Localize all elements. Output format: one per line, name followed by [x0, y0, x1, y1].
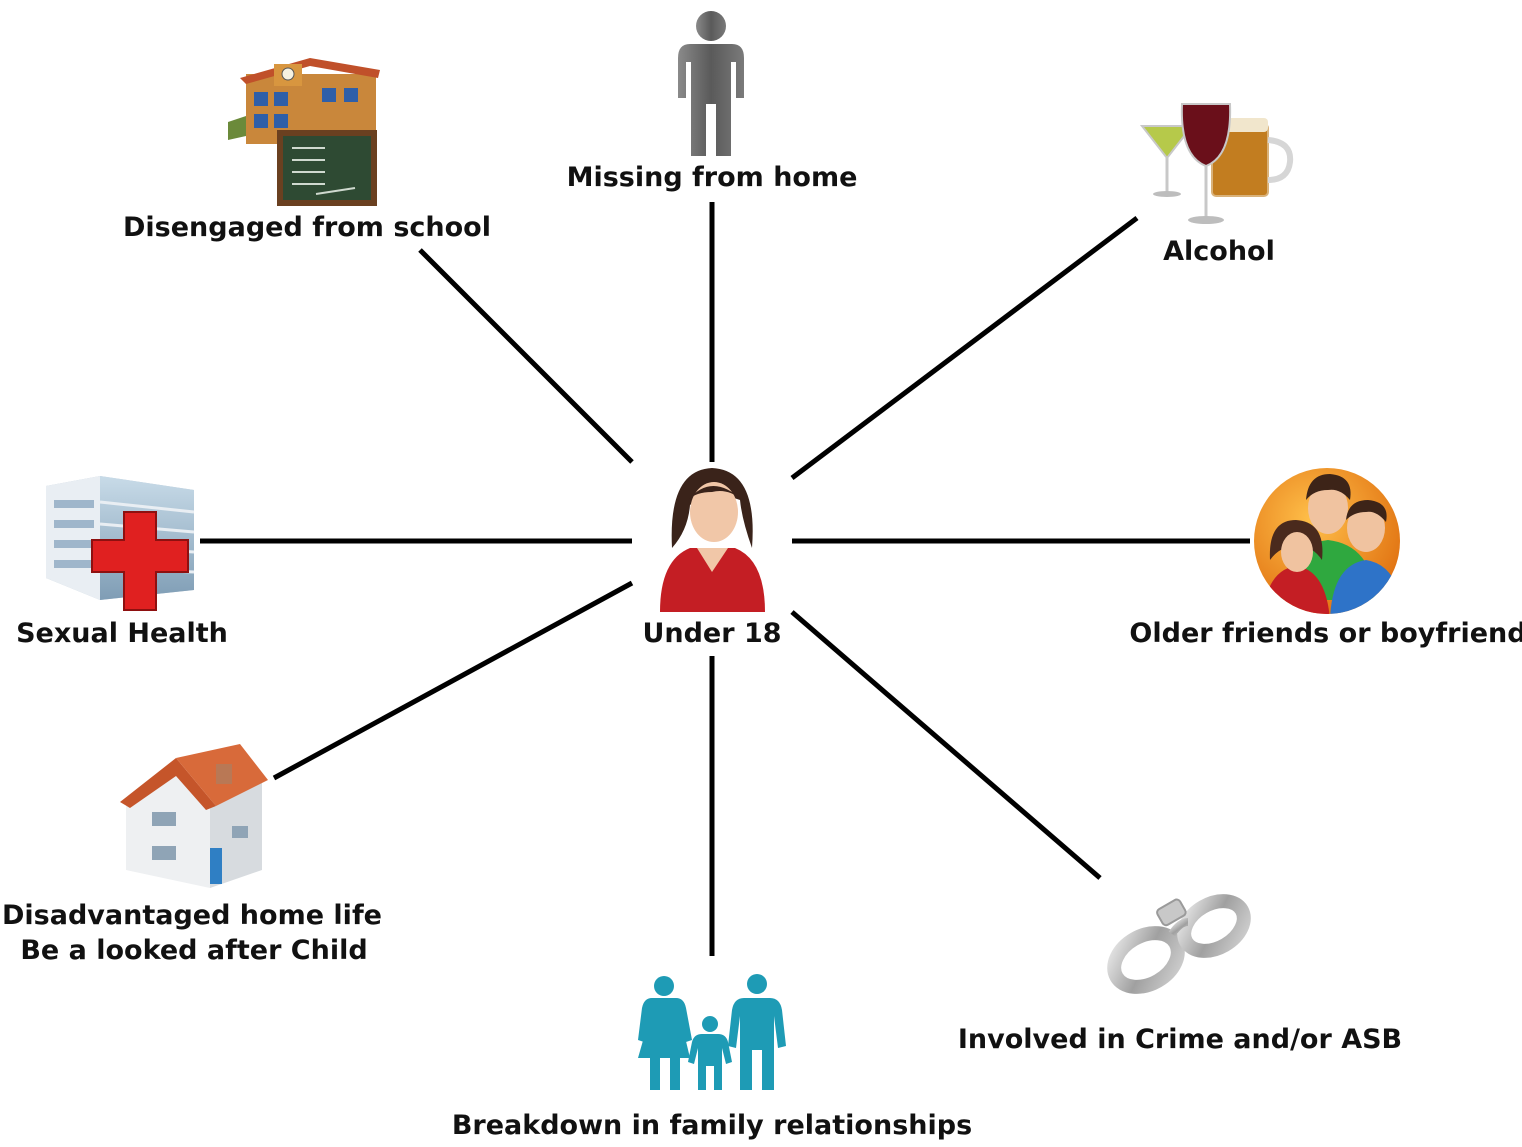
connector-lines: [200, 202, 1250, 956]
school-building-icon: [228, 58, 380, 206]
label-under-18: Under 18: [642, 618, 782, 649]
family-icon: [638, 974, 786, 1090]
person-silhouette-icon: [678, 11, 744, 156]
label-alcohol: Alcohol: [1163, 236, 1275, 267]
line-crime: [790, 610, 1102, 880]
line-alcohol: [790, 216, 1139, 480]
label-disengaged-from-school: Disengaged from school: [123, 212, 491, 243]
line-school: [418, 248, 634, 464]
hospital-icon: [46, 476, 195, 611]
house-icon: [120, 744, 268, 888]
label-involved-in-crime: Involved in Crime and/or ASB: [957, 1024, 1403, 1055]
handcuffs-icon: [1107, 894, 1251, 994]
label-sexual-health: Sexual Health: [16, 618, 228, 649]
label-older-friends-or-boyfriend: Older friends or boyfriend: [1129, 618, 1522, 649]
label-disadvantaged-home-life: Disadvantaged home life: [1, 900, 383, 931]
group-of-people-icon: [1254, 468, 1400, 614]
label-missing-from-home: Missing from home: [566, 162, 858, 193]
alcohol-glasses-icon: [1139, 103, 1294, 224]
line-home: [272, 580, 634, 781]
woman-avatar-icon: [660, 468, 765, 612]
label-breakdown-in-family-relationships: Breakdown in family relationships: [451, 1110, 973, 1141]
label-looked-after-child: Be a looked after Child: [20, 935, 368, 966]
